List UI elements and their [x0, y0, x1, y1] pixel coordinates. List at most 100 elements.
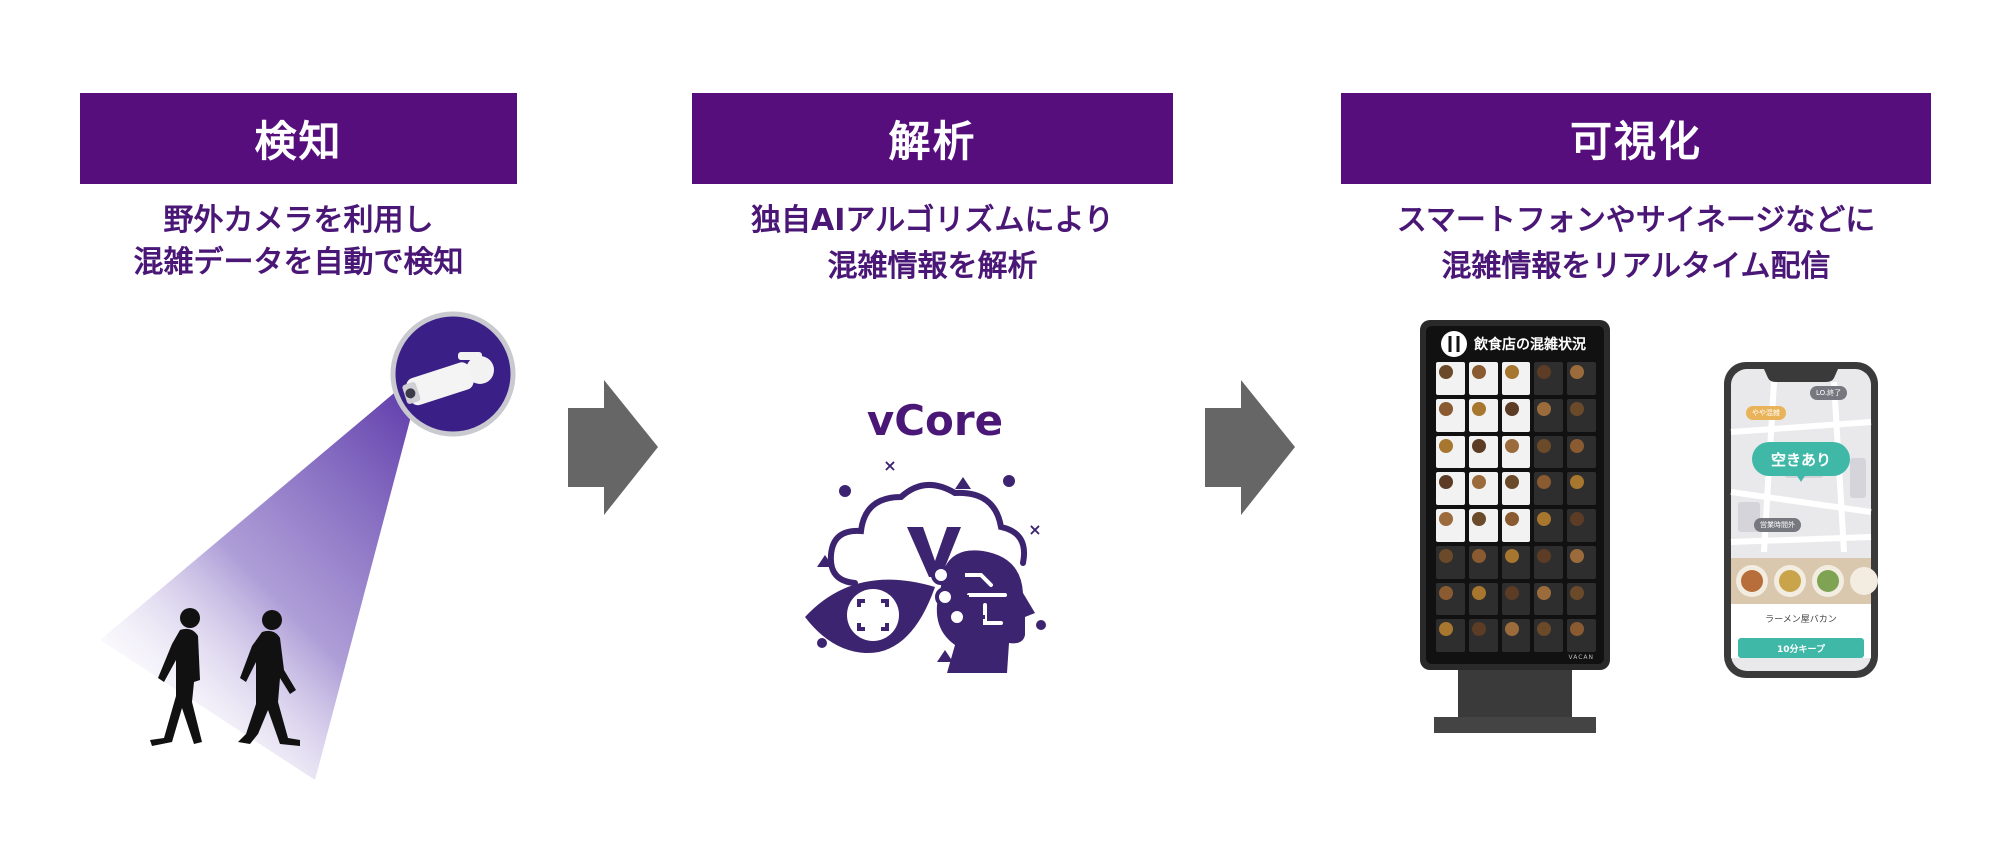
signage-tile-photo — [1504, 512, 1519, 526]
signage-tile-photo — [1471, 585, 1486, 600]
signage-tile — [1436, 472, 1465, 505]
signage-tile — [1468, 362, 1498, 395]
signage-tile-photo — [1471, 365, 1486, 379]
signage-tile-photo — [1504, 438, 1519, 453]
signage-title: 飲食店の混雑状況 — [1474, 337, 1586, 353]
signage-tile-photo — [1504, 401, 1519, 416]
signage-tile — [1567, 545, 1596, 579]
step-desc-visualize: スマートフォンやサイネージなどに 混雑情報をリアルタイム配信 — [1341, 198, 1931, 290]
signage-tile-photo — [1439, 622, 1453, 637]
svg-text:×: × — [1028, 520, 1041, 539]
step-desc-visualize-line1: スマートフォンやサイネージなどに — [1396, 203, 1876, 238]
signage-tile — [1468, 582, 1498, 616]
signage-tile — [1567, 362, 1596, 395]
signage-tile-photo — [1439, 548, 1453, 563]
signage-tile-photo — [1471, 548, 1486, 563]
signage-tile — [1468, 545, 1498, 579]
signage-tile — [1534, 509, 1564, 542]
signage-tile — [1534, 398, 1564, 432]
signage-tile-photo — [1537, 622, 1552, 637]
signage-tile-photo — [1504, 365, 1519, 379]
signage-tile-photo — [1537, 401, 1552, 416]
signage-tile-photo — [1471, 438, 1486, 453]
signage-tile-photo — [1439, 585, 1453, 600]
signage-tile — [1567, 472, 1596, 505]
signage-tile-photo — [1504, 548, 1519, 563]
signage-tile — [1501, 362, 1531, 395]
signage-grid — [1436, 362, 1596, 652]
signage-tile-photo — [1570, 365, 1585, 379]
signage-tile — [1468, 619, 1498, 652]
signage-tile-photo — [1471, 512, 1486, 526]
signage-tile — [1436, 435, 1465, 469]
signage-tile-photo — [1570, 401, 1585, 416]
signage-tile-photo — [1471, 475, 1486, 490]
signage-tile — [1567, 398, 1596, 432]
signage-tile-photo — [1537, 365, 1552, 379]
signage-tile — [1436, 545, 1465, 579]
signage-tile — [1436, 362, 1465, 395]
status-bubble: 空きあり — [1752, 442, 1850, 476]
flow-arrow-1 — [568, 380, 658, 515]
signage-tile — [1468, 509, 1498, 542]
signage-tile-photo — [1504, 585, 1519, 600]
signage-tile-photo — [1439, 438, 1453, 453]
camera-detection-illustration — [100, 311, 516, 780]
keep-button[interactable]: 10分キープ — [1777, 644, 1825, 655]
vcore-ai-logo: × × — [805, 456, 1046, 673]
signage-tile — [1534, 545, 1564, 579]
map-tag-closed: 営業時間外 — [1754, 518, 1801, 532]
pedestrian-2 — [238, 610, 300, 746]
signage-tile-photo — [1537, 512, 1552, 526]
signage-tile-photo — [1537, 548, 1552, 563]
signage-tile — [1534, 435, 1564, 469]
signage-tile — [1436, 619, 1465, 652]
step-header-detect: 検知 — [80, 93, 517, 184]
signage-tile — [1436, 582, 1465, 616]
signage-tile — [1501, 398, 1531, 432]
map-tag-lo: LO.終了 — [1810, 386, 1848, 400]
smartphone: LO.終了 やや混雑 空きあり 営業時間外 ラーメン屋バカン 10分キープ — [1724, 362, 1878, 678]
signage-tile — [1501, 582, 1531, 616]
step-desc-analyze: 独自AIアルゴリズムにより 混雑情報を解析 — [692, 198, 1173, 290]
signage-tile-photo — [1570, 438, 1585, 453]
signage-tile — [1567, 509, 1596, 542]
signage-tile-photo — [1570, 548, 1585, 563]
signage-tile-photo — [1537, 475, 1552, 490]
signage-tile — [1534, 472, 1564, 505]
signage-tile — [1468, 472, 1498, 505]
signage-tile — [1501, 619, 1531, 652]
step-desc-analyze-line1: 独自AIアルゴリズムにより — [751, 203, 1114, 238]
step-desc-visualize-line2: 混雑情報をリアルタイム配信 — [1441, 249, 1831, 284]
cloud-icon — [827, 482, 1027, 586]
logo-decorations: × × — [817, 456, 1046, 662]
map-tag-busy: やや混雑 — [1746, 406, 1786, 420]
step-header-visualize: 可視化 — [1341, 93, 1931, 184]
signage-tile — [1501, 435, 1531, 469]
flow-arrow-2 — [1205, 380, 1295, 515]
signage-tile-photo — [1570, 475, 1585, 490]
v-letter — [907, 527, 961, 577]
signage-tile-photo — [1439, 365, 1453, 379]
signage-tile-photo — [1570, 622, 1585, 637]
digital-signage: 飲食店の混雑状況 VACAN — [1420, 320, 1610, 735]
signage-tile — [1501, 509, 1531, 542]
step-desc-detect-line2: 混雑データを自動で検知 — [133, 245, 464, 280]
signage-tile — [1534, 582, 1564, 616]
signage-tile-photo — [1439, 475, 1453, 490]
signage-tile — [1436, 509, 1465, 542]
signage-tile — [1567, 582, 1596, 616]
signage-tile-photo — [1504, 475, 1519, 490]
signage-tile-photo — [1570, 512, 1585, 526]
vcore-label: vCore — [866, 396, 1004, 445]
step-desc-detect-line1: 野外カメラを利用し — [163, 203, 434, 238]
signage-tile — [1534, 362, 1564, 395]
signage-tile-photo — [1471, 622, 1486, 637]
step-desc-analyze-line2: 混雑情報を解析 — [827, 249, 1038, 284]
pedestrian-1 — [150, 608, 202, 746]
signage-tile-photo — [1439, 401, 1453, 416]
step-header-analyze: 解析 — [692, 93, 1173, 184]
signage-tile — [1534, 619, 1564, 652]
signage-tile — [1468, 435, 1498, 469]
signage-footer: VACAN — [1568, 654, 1594, 661]
